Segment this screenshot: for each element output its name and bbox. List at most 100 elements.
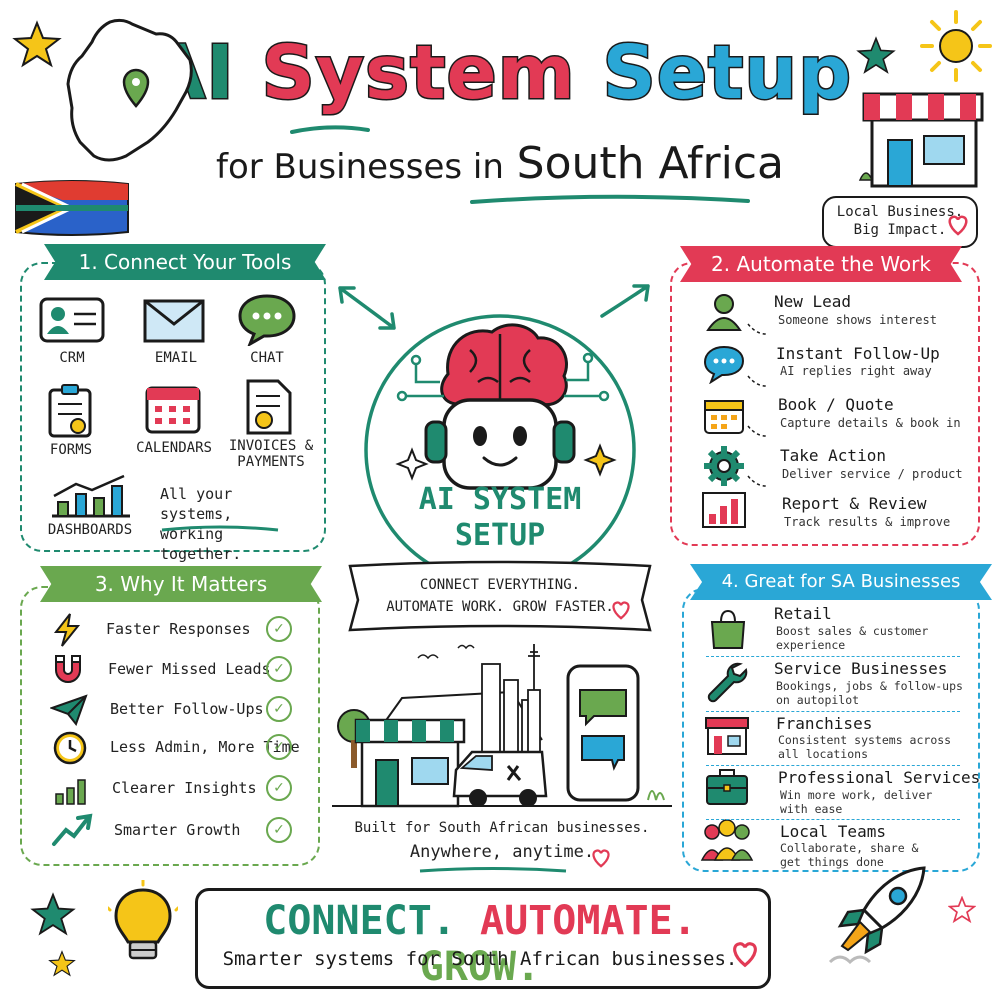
sa-item-title-5: Local Teams [780,822,886,841]
dashboard-chart-icon [52,474,130,518]
built-line1: Built for South African businesses. [354,820,650,836]
tool-label-calendars: CALENDARS [136,440,212,456]
page-title: AI System Setup [0,29,1000,118]
heart-icon [612,601,630,620]
footer-slogan: CONNECT. AUTOMATE. GROW. [195,898,765,990]
follow-up-chat-icon [703,345,745,384]
star-icon [12,20,62,68]
sa-item-desc-1-line2: experience [776,638,846,652]
south-africa-flag-icon [15,180,129,236]
title-word-system: System [260,29,576,118]
divider [706,656,960,657]
divider [706,765,960,766]
ai-system-label-line1: AI SYSTEM [418,482,582,517]
why-item-5: Clearer Insights [112,779,257,797]
heart-icon [733,942,757,968]
built-line2: Anywhere, anytime. [409,842,595,862]
invoice-icon [246,379,292,435]
ribbon-line2: AUTOMATE WORK. GROW FASTER. [386,599,614,615]
sa-item-desc-1-line1: Boost sales & customer [776,624,929,638]
footer-word-grow: GROW. [419,944,541,990]
why-item-4: Less Admin, More Time [110,738,300,756]
new-lead-person-icon [706,294,742,331]
sa-item-desc-3-line1: Consistent systems across [778,733,952,747]
franchise-store-icon [705,717,749,755]
tool-label-chat: CHAT [250,350,284,366]
shopping-bag-icon [710,609,746,649]
sa-item-desc-4-line2: with ease [780,802,843,816]
paper-plane-icon [50,694,88,726]
report-chart-icon [702,492,746,528]
connect-tagline-line1: All your systems, [160,485,233,523]
step-desc-1: Someone shows interest [778,313,937,327]
check-icon: ✓ [266,696,292,722]
ribbon-text: CONNECT EVERYTHING. AUTOMATE WORK. GROW … [360,574,640,618]
star-icon [948,896,976,924]
sa-item-desc-3-line2: all locations [778,747,869,761]
storefront-icon [858,92,984,188]
heart-icon [592,849,610,868]
growth-arrow-icon [52,813,93,846]
step-desc-2: AI replies right away [780,364,932,378]
footer-word-automate: AUTOMATE. [480,898,697,944]
ai-system-label: AI SYSTEM SETUP [380,482,620,554]
wrench-icon [707,662,748,703]
step-desc-4: Deliver service / product [782,467,963,481]
city-scene-illustration [332,644,672,808]
why-item-1: Faster Responses [106,620,251,638]
step-title-2: Instant Follow-Up [776,344,940,363]
subtitle-place: South Africa [516,138,784,189]
sa-item-desc-2-line1: Bookings, jobs & follow-ups [776,679,963,693]
tool-label-invoices: INVOICES & PAYMENTS [226,438,316,470]
ribbon-banner [348,560,652,632]
why-item-6: Smarter Growth [114,821,241,839]
title-underline [290,125,370,134]
tool-label-dashboards: DASHBOARDS [47,522,133,538]
tool-label-crm: CRM [59,350,85,366]
step-title-5: Report & Review [782,494,927,513]
email-icon [143,299,205,343]
check-icon: ✓ [266,656,292,682]
subtitle-underline [470,194,750,204]
heart-icon [948,215,968,236]
sa-item-desc-5-line1: Collaborate, share & [780,841,919,855]
sa-item-desc-5-line2: get things done [780,855,884,869]
tool-label-email: EMAIL [154,350,198,366]
sa-businesses-heading: 4. Great for SA Businesses [690,564,992,600]
footer-word-connect: CONNECT. [263,898,456,944]
local-note-line2: Big Impact. [853,222,947,238]
south-africa-map-icon [66,18,193,162]
sa-item-title-2: Service Businesses [774,659,948,678]
automate-heading: 2. Automate the Work [680,246,962,282]
why-item-2: Fewer Missed Leads [108,660,271,678]
step-desc-5: Track results & improve [784,515,951,529]
sa-item-title-1: Retail [774,604,832,623]
chat-icon [238,294,296,346]
why-item-3: Better Follow-Ups [110,700,264,718]
sa-item-title-3: Franchises [776,714,873,733]
subtitle-for: for Businesses in [216,147,504,187]
star-icon [30,892,76,936]
check-icon: ✓ [266,734,292,760]
lightning-icon [53,613,81,647]
book-calendar-icon [704,400,744,434]
team-people-icon [700,819,754,861]
tagline-underline [161,525,279,532]
arrow-left-icon [338,286,396,330]
tool-label-invoices-line2: PAYMENTS [237,454,305,470]
built-underline [419,867,567,873]
why-heading: 3. Why It Matters [40,566,322,602]
forms-icon [48,384,92,438]
sa-item-desc-5: Collaborate, share &get things done [780,841,918,869]
footer-banner [195,888,771,989]
check-icon: ✓ [266,616,292,642]
check-icon: ✓ [266,817,292,843]
local-note-line1: Local Business. [836,204,964,220]
footer-subtitle: Smarter systems for South African busine… [222,948,738,970]
step-title-4: Take Action [780,446,886,465]
clock-icon [53,731,87,765]
